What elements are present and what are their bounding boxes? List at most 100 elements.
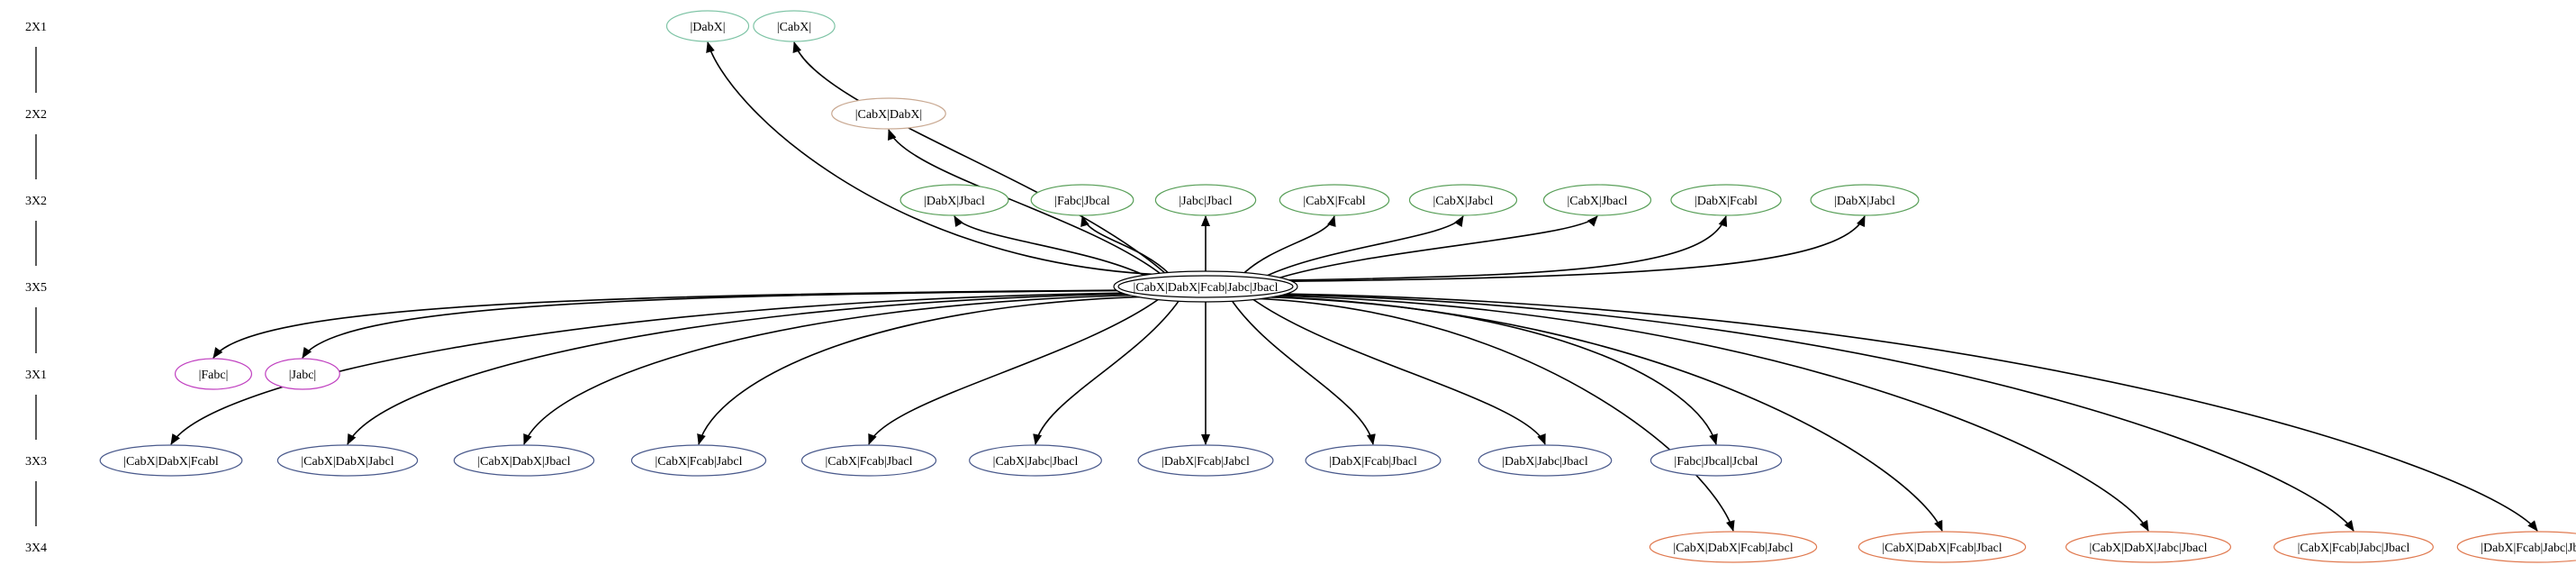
node-label: |CabX|DabX|Fcab|Jbacl <box>1882 542 2002 555</box>
node-n23: |Fabc|Jbcal|Jcbal <box>1650 444 1783 477</box>
edge-hub-n23 <box>1264 296 1718 445</box>
rank-label-2X2: 2X2 <box>25 108 47 122</box>
node-label: |CabX|Fcab|Jabc|Jbacl <box>2298 542 2410 555</box>
node-n21: |DabX|Fcab|Jbacl <box>1305 444 1442 477</box>
node-n26: |CabX|DabX|Jabc|Jbacl <box>2065 531 2232 563</box>
edge-hub-n9 <box>1275 215 1598 280</box>
node-shape <box>174 358 253 390</box>
rank-label-3X5: 3X5 <box>25 281 47 295</box>
node-shape <box>1279 184 1390 216</box>
edge-hub-n22 <box>1251 297 1546 445</box>
node-n4: |DabX|Jbacl <box>899 184 1009 216</box>
node-label: |Jabc|Jbacl <box>1179 195 1232 208</box>
node-shape <box>1030 184 1134 216</box>
edge-hub-n11 <box>1284 215 1866 283</box>
node-shape <box>1478 444 1613 477</box>
node-label: |CabX| <box>777 21 811 34</box>
node-n24: |CabX|DabX|Fcab|Jabcl <box>1649 531 1818 563</box>
edge-hub-n12 <box>212 289 1125 359</box>
node-shape <box>453 444 595 477</box>
node-n8: |CabX|Jabcl <box>1408 184 1518 216</box>
edge-hub-n14 <box>170 292 1131 445</box>
node-shape <box>831 97 946 130</box>
node-shape <box>969 444 1102 477</box>
node-label: |CabX|DabX|Fcab|Jabc|Jbacl <box>1134 281 1279 295</box>
edge-layer <box>170 41 2538 532</box>
node-layer: |DabX| |CabX| |CabX|DabX| |DabX|Jbacl |Fabc|… <box>99 10 2576 563</box>
edge-hub-n5 <box>1080 215 1170 275</box>
node-label: |CabX|DabX|Fcab|Jabcl <box>1673 542 1793 555</box>
node-shape <box>276 444 419 477</box>
node-shape <box>1305 444 1442 477</box>
edge-hub-n18 <box>868 297 1161 445</box>
node-shape <box>630 444 767 477</box>
node-shape <box>800 444 937 477</box>
node-label: |DabX|Jabc|Jbacl <box>1502 455 1588 469</box>
node-shape <box>753 10 836 42</box>
edge-hub-n28 <box>1278 293 2538 532</box>
node-shape <box>1137 444 1274 477</box>
node-label: |CabX|Jabc|Jbacl <box>993 455 1079 469</box>
edge-hub-n16 <box>523 294 1139 445</box>
node-shape <box>1154 184 1257 216</box>
edge-hub-n15 <box>347 293 1134 445</box>
node-n22: |DabX|Jabc|Jbacl <box>1478 444 1613 477</box>
node-n12: |Fabc| <box>174 358 253 390</box>
edge-hub-n13 <box>302 289 1125 359</box>
node-n7: |CabX|Fcabl <box>1279 184 1390 216</box>
node-n27: |CabX|Fcab|Jabc|Jbacl <box>2273 531 2434 563</box>
node-shape-inner <box>1117 275 1294 298</box>
node-shape <box>2065 531 2232 563</box>
node-n15: |CabX|DabX|Jabcl <box>276 444 419 477</box>
node-label: |Fabc|Jbcal <box>1054 195 1110 208</box>
node-label: |CabX|Fcabl <box>1303 195 1365 208</box>
node-label: |DabX|Fcab|Jabcl <box>1161 455 1250 469</box>
edge-hub-n8 <box>1264 215 1464 278</box>
node-n16: |CabX|DabX|Jbacl <box>453 444 595 477</box>
node-label: |CabX|Jbacl <box>1567 195 1627 208</box>
node-label: |CabX|DabX|Jabcl <box>301 455 393 469</box>
hub-node: |CabX|DabX|Fcab|Jabc|Jbacl <box>1113 270 1298 303</box>
node-label: |CabX|DabX| <box>855 108 923 122</box>
node-n14: |CabX|DabX|Fcabl <box>99 444 243 477</box>
node-shape <box>2456 531 2576 563</box>
node-n9: |CabX|Jbacl <box>1542 184 1652 216</box>
node-label: |CabX|Jabcl <box>1433 195 1493 208</box>
node-shape <box>1857 531 2027 563</box>
node-n19: |CabX|Jabc|Jbacl <box>969 444 1102 477</box>
node-n11: |DabX|Jabcl <box>1810 184 1920 216</box>
node-label: |DabX|Fcab|Jabc|Jbacl <box>2481 542 2576 555</box>
node-shape <box>1649 531 1818 563</box>
node-label: |CabX|DabX|Jabc|Jbacl <box>2090 542 2208 555</box>
rank-label-3X2: 3X2 <box>25 195 47 208</box>
node-label: |CabX|Fcab|Jbacl <box>825 455 912 469</box>
node-shape <box>265 358 340 390</box>
node-shape <box>1810 184 1920 216</box>
node-n5: |Fabc|Jbcal <box>1030 184 1134 216</box>
node-n25: |CabX|DabX|Fcab|Jbacl <box>1857 531 2027 563</box>
edge-hub-n2 <box>792 41 1167 275</box>
rank-label-3X4: 3X4 <box>25 542 47 555</box>
node-label: |Fabc|Jbcal|Jcbal <box>1674 455 1758 469</box>
node-label: |DabX| <box>690 21 725 34</box>
node-n6: |Jabc|Jbacl <box>1154 184 1257 216</box>
node-label: |DabX|Fcab|Jbacl <box>1329 455 1417 469</box>
node-n10: |DabX|Fcabl <box>1670 184 1782 216</box>
node-shape <box>1670 184 1782 216</box>
edge-hub-n4 <box>954 215 1148 278</box>
node-label: |DabX|Jbacl <box>924 195 985 208</box>
node-n3: |CabX|DabX| <box>831 97 946 130</box>
node-shape <box>899 184 1009 216</box>
node-label: |Fabc| <box>199 369 229 382</box>
edge-hub-n25 <box>1263 296 1943 532</box>
edge-hub-n27 <box>1275 294 2355 532</box>
node-label: |DabX|Fcabl <box>1695 195 1758 208</box>
node-label: |DabX|Jabcl <box>1834 195 1895 208</box>
edge-hub-n7 <box>1243 215 1336 275</box>
node-shape <box>1113 270 1298 303</box>
edge-hub-n19 <box>1033 299 1180 445</box>
node-label: |CabX|Fcab|Jabcl <box>655 455 742 469</box>
edge-hub-n10 <box>1280 215 1728 281</box>
node-label: |CabX|DabX|Fcabl <box>123 455 219 469</box>
